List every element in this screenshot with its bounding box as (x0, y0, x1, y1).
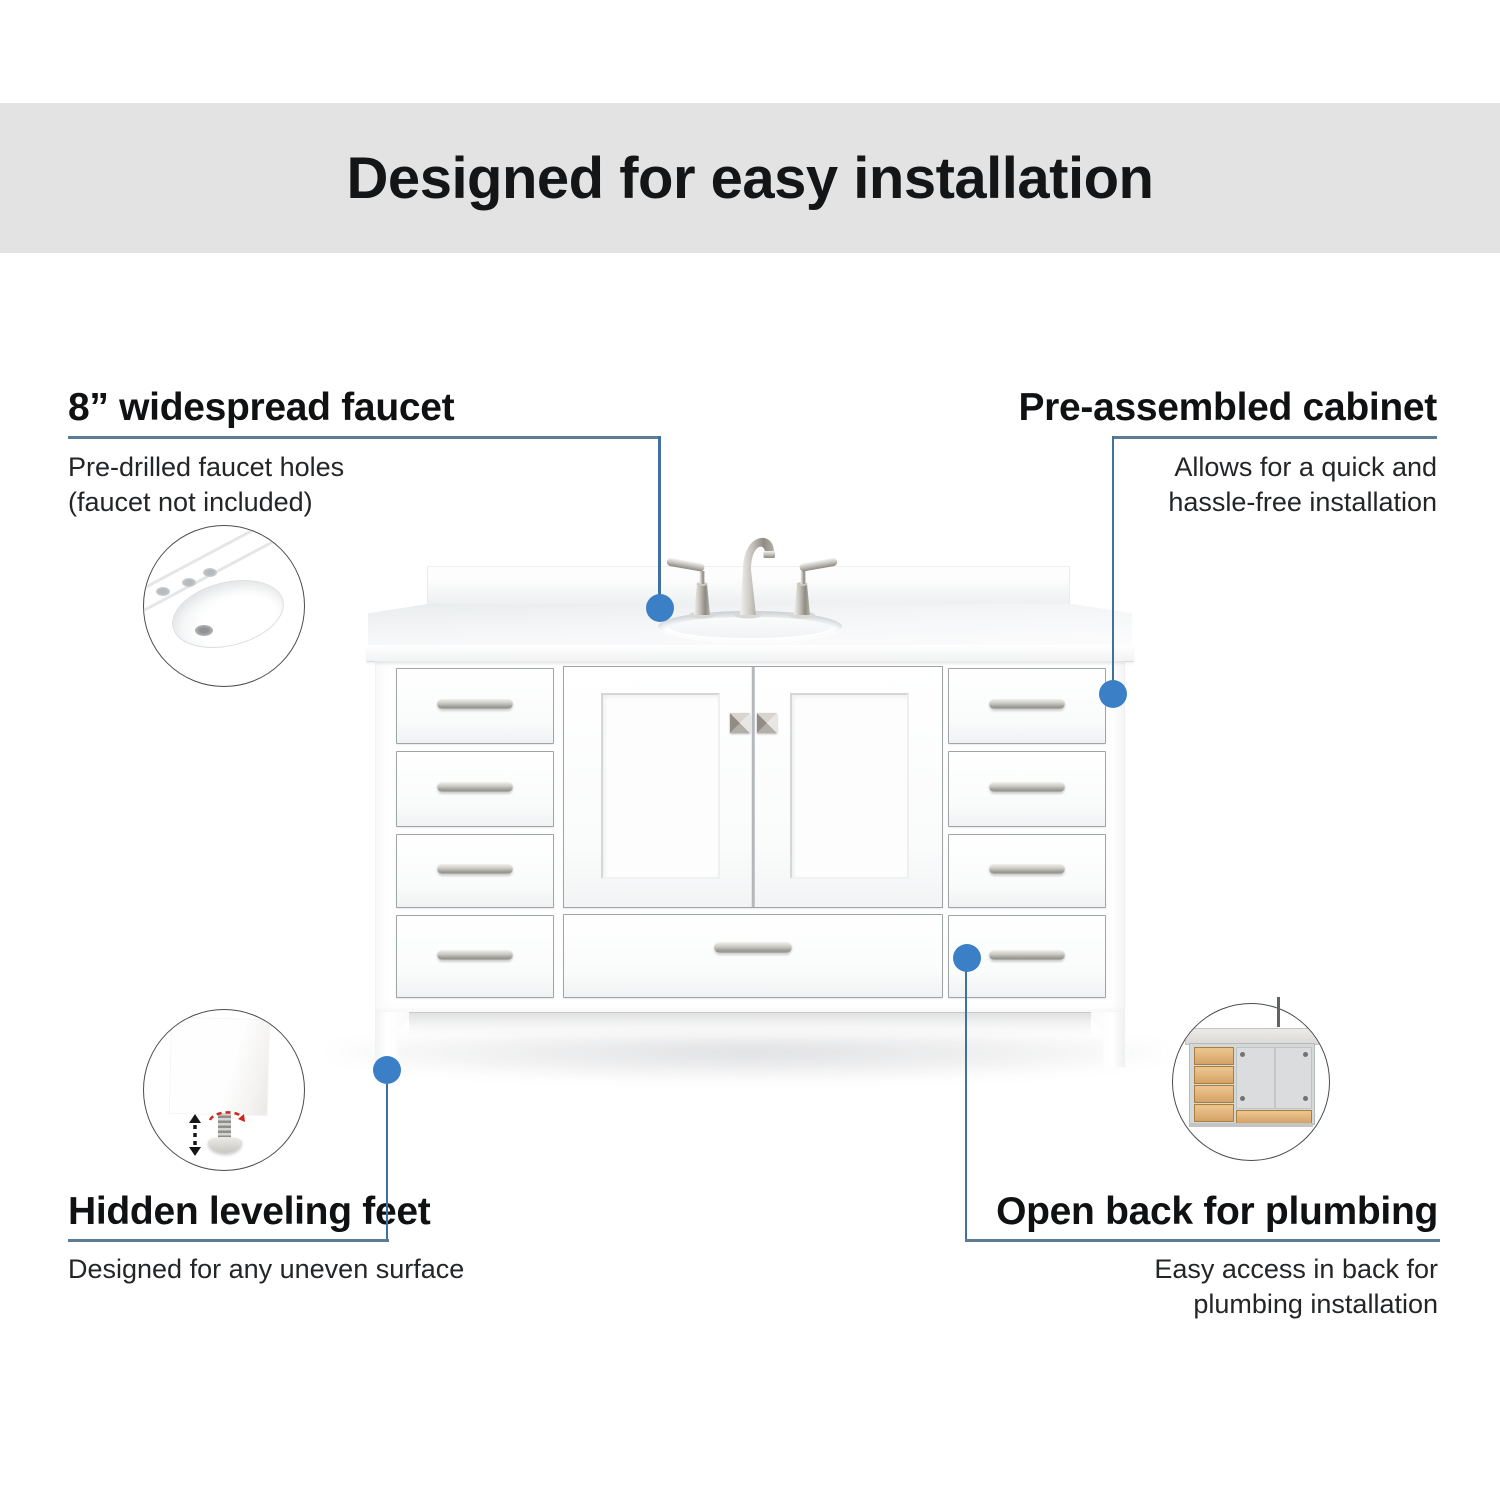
callout-faucet-title: 8” widespread faucet (68, 386, 455, 429)
drawer-front (396, 751, 554, 827)
callout-faucet-connector (658, 436, 661, 600)
drawer-front (396, 915, 554, 998)
door-panel (790, 693, 909, 879)
callout-plumbing-rule (965, 1239, 1440, 1242)
drawer-front (948, 834, 1106, 908)
callout-faucet-dot (646, 594, 674, 622)
drawer-handle (989, 948, 1065, 960)
callout-feet-dot (373, 1056, 401, 1084)
hinge (1303, 1052, 1308, 1057)
drawer-front (396, 834, 554, 908)
callout-cabinet-dot (1099, 680, 1127, 708)
door-panel (601, 693, 720, 879)
callout-faucet-description: Pre-drilled faucet holes (faucet not inc… (68, 452, 345, 517)
callout-cabinet-connector (1111, 436, 1114, 684)
leveling-foot-inset (143, 1009, 305, 1171)
hinge (1240, 1052, 1245, 1057)
faucet-holes-inset (143, 525, 305, 687)
hinge (1303, 1096, 1308, 1101)
drawer-handle (437, 781, 513, 792)
callout-plumbing-description: Easy access in back for plumbing install… (1154, 1254, 1438, 1319)
threaded-rod (218, 1113, 231, 1142)
drawer-box (1194, 1085, 1234, 1103)
callout-cabinet-title: Pre-assembled cabinet (1018, 386, 1437, 429)
callout-plumbing-title: Open back for plumbing (996, 1190, 1438, 1233)
callout-cabinet-rule (1112, 436, 1437, 439)
rotation-arrow-icon (208, 1111, 245, 1122)
drawer-handle (989, 781, 1065, 792)
vanity-cabinet (375, 661, 1125, 1012)
drawer-box (1236, 1110, 1312, 1124)
sink-drain (195, 625, 213, 636)
plumbing-pipe (1277, 997, 1280, 1027)
door-knob (757, 713, 777, 733)
callout-cabinet-description: Allows for a quick and hassle-free insta… (1168, 452, 1437, 517)
up-down-arrow-icon (189, 1114, 201, 1156)
hinge (1240, 1096, 1245, 1101)
callout-feet-description: Designed for any uneven surface (68, 1254, 465, 1284)
drawer-box (1194, 1047, 1234, 1065)
drawer-handle (437, 698, 513, 709)
under-cabinet-shadow (409, 1012, 1091, 1036)
cabinet-doors (563, 666, 943, 908)
drawer-front (948, 668, 1106, 744)
drawer-handle (989, 698, 1065, 709)
widespread-faucet (666, 537, 838, 619)
drawer-front (948, 751, 1106, 827)
drawer-box (1194, 1104, 1234, 1122)
drawer-front (396, 668, 554, 744)
drawer-box (1194, 1066, 1234, 1084)
callout-feet-rule (68, 1239, 389, 1242)
callout-feet-connector (385, 1082, 388, 1239)
door-gap (751, 667, 755, 907)
drawer-handle (714, 941, 792, 953)
door-knob (730, 713, 750, 733)
faucet-hole (156, 587, 170, 596)
countertop-edge (366, 645, 1134, 662)
faucet-hole (182, 578, 196, 587)
callout-feet-title: Hidden leveling feet (68, 1190, 431, 1233)
callout-plumbing-dot (953, 944, 981, 972)
drawer-handle (989, 863, 1065, 874)
bottom-drawer-front (563, 914, 943, 998)
foot-pad (208, 1137, 242, 1153)
callout-plumbing-connector (964, 970, 967, 1239)
drawer-handle (437, 863, 513, 874)
leg-block (169, 1017, 270, 1116)
cabinet-base (1189, 1123, 1313, 1127)
faucet-hole (203, 568, 217, 577)
page-title: Designed for easy installation (346, 145, 1154, 211)
callout-faucet-rule (68, 436, 661, 439)
door-backs (1236, 1047, 1312, 1109)
cabinet-back (1189, 1043, 1315, 1125)
header-band: Designed for easy installation (0, 103, 1500, 253)
open-back-inset (1172, 1003, 1330, 1161)
floor-shadow (330, 1034, 1170, 1080)
drawer-handle (437, 948, 513, 960)
